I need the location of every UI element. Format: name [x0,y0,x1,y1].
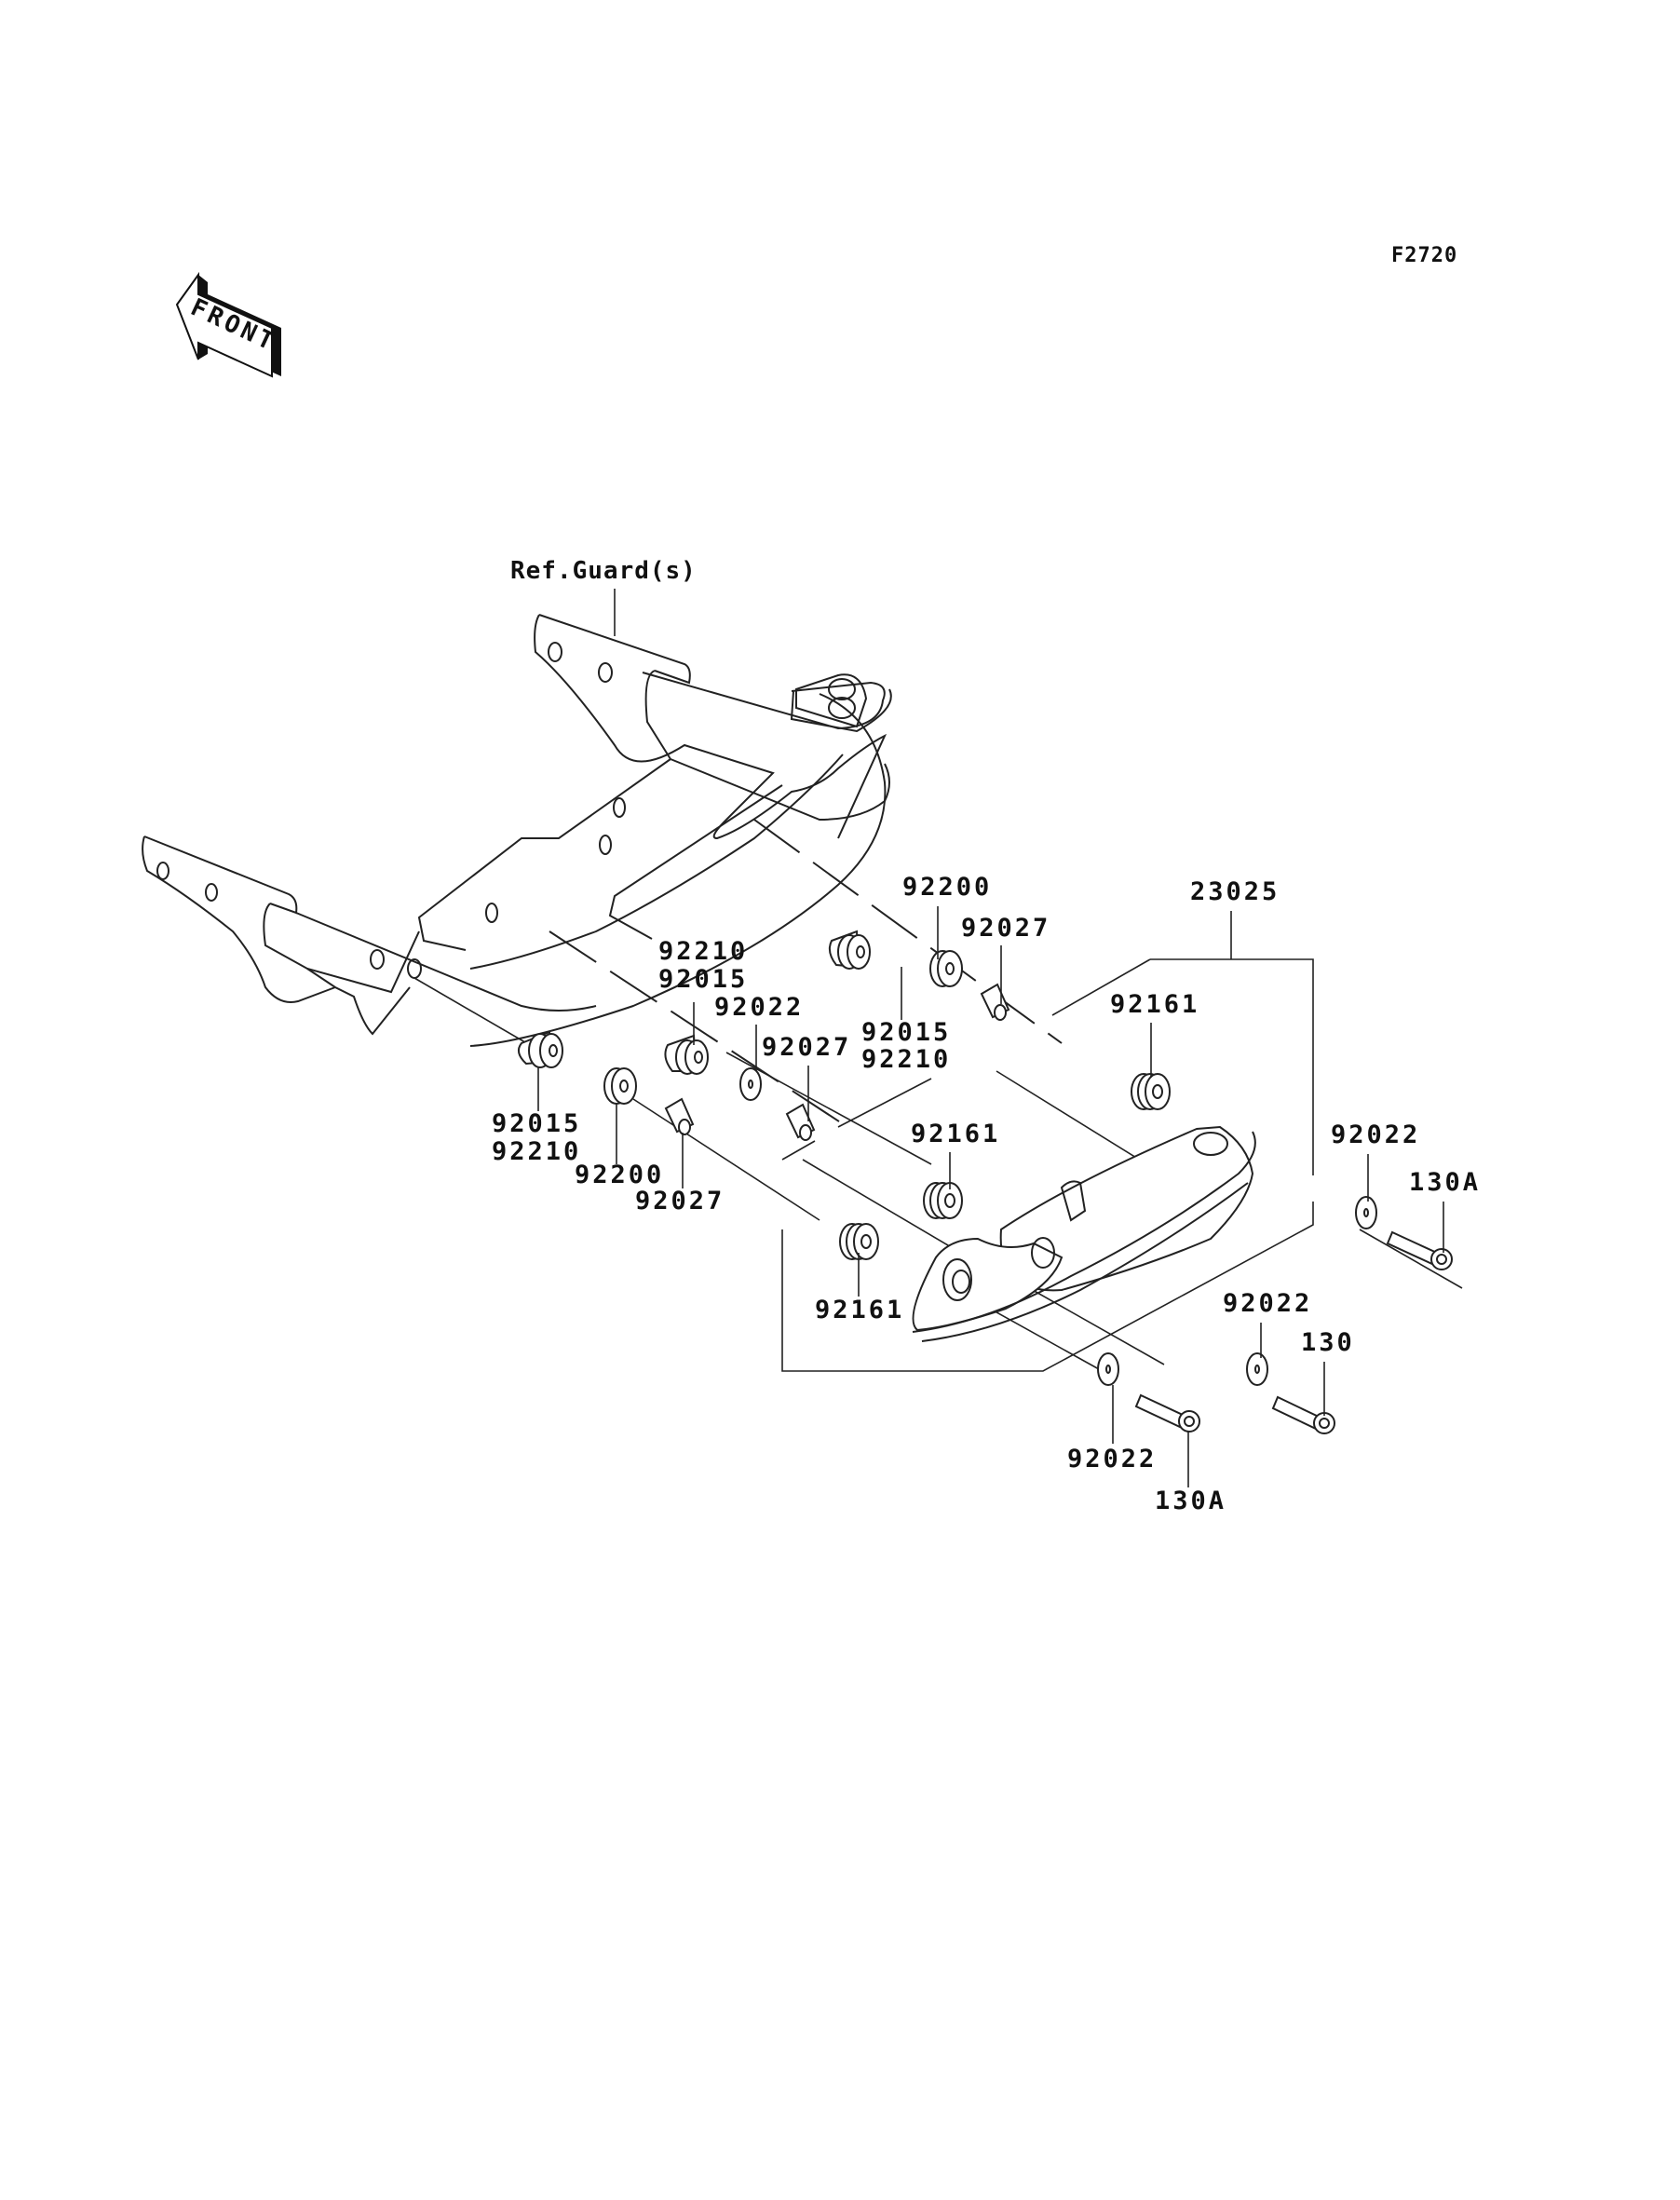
callout-92161: 92161 [815,1296,904,1324]
collar-bushing-92015 [828,930,871,970]
grommet-92161 [1131,1073,1171,1110]
bolt-130A [1386,1230,1453,1270]
diagram-code: F2720 [1391,244,1457,267]
callout-92027: 92027 [635,1187,725,1215]
callout-92022: 92022 [1223,1289,1312,1318]
callout-92210: 92210 [658,937,748,966]
callout-92027: 92027 [961,914,1050,943]
assembly-line [725,1052,932,1165]
callout-92161: 92161 [1110,990,1199,1019]
callout-92015: 92015 [492,1109,581,1138]
callout-92200: 92200 [575,1161,664,1189]
assembly-line [753,819,1063,1044]
taillight-assembly [912,1125,1256,1342]
assembly-line [802,1159,1165,1365]
collar-92200 [929,950,963,987]
ref-guard-label: Ref.Guard(s) [510,557,697,585]
bolt-130A [1134,1393,1200,1433]
assembly-label-23025: 23025 [1190,877,1280,906]
collar-bushing-92015 [664,1034,709,1075]
callout-92022: 92022 [1331,1120,1420,1149]
guard-frame [142,614,892,1047]
callout-92210: 92210 [861,1045,951,1074]
sleeve-92027 [980,983,1010,1021]
callout-130A: 130A [1155,1487,1226,1515]
callout-92015: 92015 [861,1018,951,1047]
bolt-130 [1271,1395,1335,1434]
callout-130: 130 [1301,1328,1355,1357]
callout-92161: 92161 [911,1120,1000,1148]
washer-92022 [1097,1352,1119,1386]
sleeve-92027 [785,1103,816,1141]
assembly-bracket [781,911,1314,1372]
grommet-92161 [839,1223,879,1260]
washer-92022 [739,1067,762,1101]
callout-130A: 130A [1409,1168,1481,1197]
washer-92022 [1355,1196,1377,1229]
callout-92200: 92200 [902,873,992,902]
grommet-92161 [923,1182,963,1219]
washer-92022 [1246,1352,1268,1386]
collar-bushing-92015 [517,1030,563,1068]
callout-92210: 92210 [492,1137,581,1166]
collar-92200 [603,1067,637,1105]
sleeve-92027 [664,1097,695,1135]
callout-92022: 92022 [1067,1445,1157,1473]
callout-92015: 92015 [658,965,748,994]
assembly-line [549,930,848,1128]
callout-leaders [537,906,1444,1487]
callout-92027: 92027 [762,1033,851,1062]
callout-92022: 92022 [714,993,804,1022]
front-arrow-icon: FRONT [175,271,281,378]
